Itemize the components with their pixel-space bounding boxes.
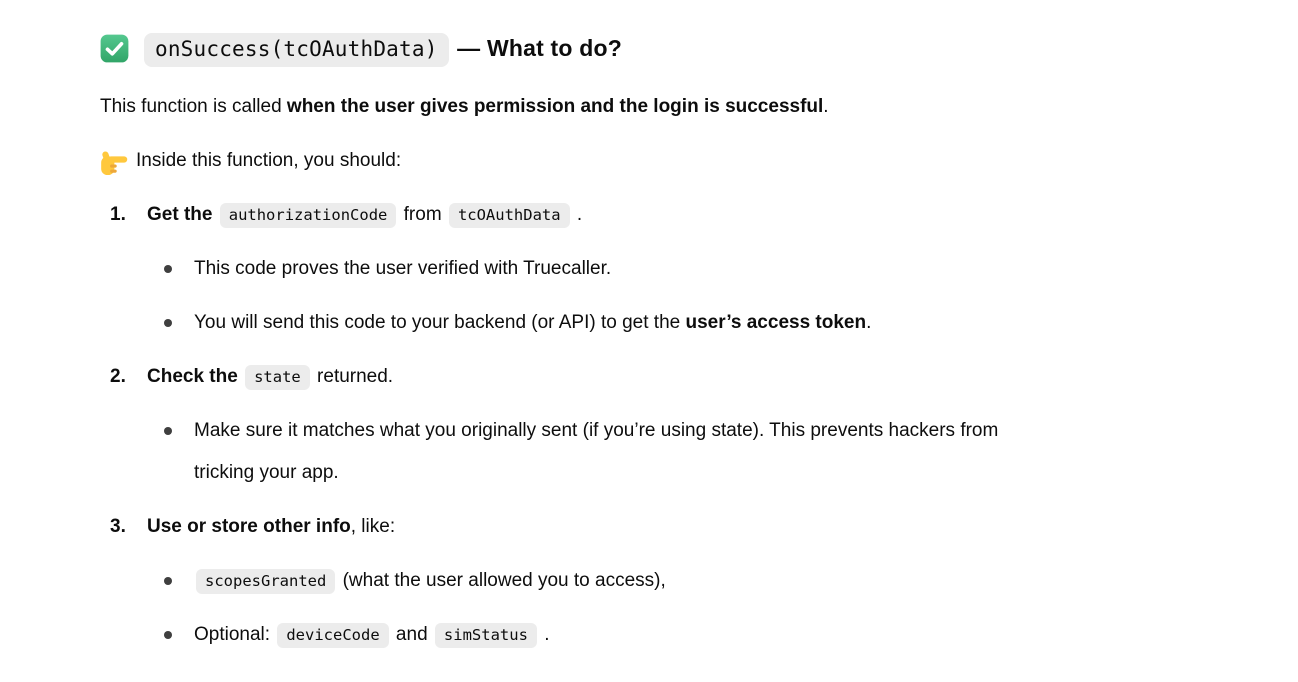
bold-segment: Get the (147, 204, 218, 225)
text-segment: Optional: (194, 624, 276, 645)
text-segment: returned. (311, 366, 394, 387)
pointing-right-icon (100, 149, 128, 177)
step-item: 2. Check the state returned. Make sure it … (100, 356, 1238, 494)
bullet-content: You will send this code to your backend … (194, 312, 871, 333)
bullet-content: Optional: deviceCode and simStatus . (194, 623, 550, 648)
bullet-content: Make sure it matches what you originally… (194, 420, 998, 483)
bullet-dot-icon (164, 631, 172, 639)
inline-code-chip: deviceCode (277, 623, 389, 648)
text-segment: and (390, 624, 433, 645)
bullet-item: Optional: deviceCode and simStatus . (100, 614, 1238, 656)
check-icon (100, 34, 129, 63)
text-segment: , like: (350, 516, 396, 537)
text-segment: from (398, 204, 447, 225)
inline-code-chip: scopesGranted (196, 569, 336, 594)
step-content: Check the state returned. (147, 365, 394, 390)
bullet-dot-icon (164, 427, 172, 435)
step-content: Get the authorizationCode from tcOAuthDa… (147, 203, 583, 228)
inline-code-chip: simStatus (434, 623, 537, 648)
bullet-content: This code proves the user verified with … (194, 258, 611, 279)
intro-paragraph: This function is called when the user gi… (100, 86, 1238, 128)
inline-code-chip: state (245, 365, 310, 390)
inline-code-chip: tcOAuthData (448, 203, 570, 228)
text-segment: Inside this function, you should: (136, 150, 402, 171)
steps-list: 1. Get the authorizationCode from tcOAuth… (100, 194, 1238, 656)
step-item: 3. Use or store other info, like: scopesGr… (100, 506, 1238, 656)
bullet-item: This code proves the user verified with … (100, 248, 1238, 290)
bold-segment: when the user gives permission and the l… (286, 96, 824, 117)
text-segment: tricking your app. (194, 462, 339, 483)
text-segment: You will send this code to your backend … (194, 312, 686, 333)
section-heading: onSuccess(tcOAuthData) — What to do? (100, 28, 1238, 69)
bullet-list: Make sure it matches what you originally… (100, 410, 1238, 494)
bullet-item: You will send this code to your backend … (100, 302, 1238, 344)
text-segment: . (866, 312, 872, 333)
pointer-paragraph: Inside this function, you should: (100, 140, 1238, 182)
inline-code-chip: authorizationCode (219, 203, 397, 228)
step-marker: 2. (110, 366, 126, 387)
text-segment: . (571, 204, 583, 225)
pointer-text: Inside this function, you should: (136, 140, 401, 182)
step-content: Use or store other info, like: (147, 516, 395, 537)
step-marker: 1. (110, 204, 126, 225)
bullet-content: scopesGranted (what the user allowed you… (194, 569, 666, 594)
heading-text: onSuccess(tcOAuthData) — What to do? (142, 28, 622, 69)
bullet-item: scopesGranted (what the user allowed you… (100, 560, 1238, 602)
text-segment: Make sure it matches what you originally… (194, 420, 999, 441)
text-segment: — What to do? (450, 35, 622, 61)
text-segment: (what the user allowed you to access), (337, 570, 666, 591)
bold-segment: user’s access token (685, 312, 867, 333)
bullet-dot-icon (164, 319, 172, 327)
step-marker: 3. (110, 516, 126, 537)
bullet-list: This code proves the user verified with … (100, 248, 1238, 344)
text-segment: . (823, 96, 829, 117)
text-segment: This code proves the user verified with … (194, 258, 612, 279)
text-segment: This function is called (100, 96, 287, 117)
text-segment: . (538, 624, 550, 645)
bullet-item: Make sure it matches what you originally… (100, 410, 1238, 494)
bullet-dot-icon (164, 577, 172, 585)
step-item: 1. Get the authorizationCode from tcOAuth… (100, 194, 1238, 344)
bullet-list: scopesGranted (what the user allowed you… (100, 560, 1238, 656)
bold-segment: Check the (147, 366, 244, 387)
bold-segment: Use or store other info (147, 516, 351, 537)
inline-code-chip: onSuccess(tcOAuthData) (144, 33, 449, 67)
bullet-dot-icon (164, 265, 172, 273)
